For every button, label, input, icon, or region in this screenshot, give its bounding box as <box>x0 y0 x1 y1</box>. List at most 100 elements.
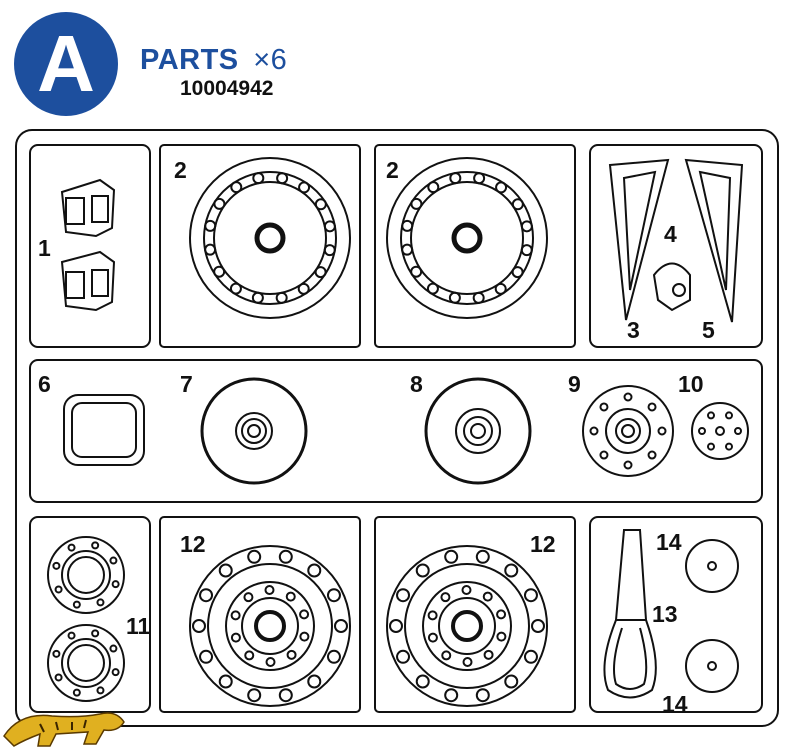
bolt-hole <box>475 688 490 703</box>
bolt-hole <box>396 588 411 603</box>
bolt-hole <box>482 591 493 602</box>
part-6-shape <box>63 394 145 466</box>
sprue-cell <box>589 516 763 713</box>
part-11-shape <box>47 536 125 702</box>
bolt-hole <box>229 282 242 295</box>
bolt-hole <box>334 619 348 633</box>
bolt-hole <box>230 181 243 194</box>
bolt-hole <box>109 644 118 653</box>
bolt-hole <box>243 592 254 603</box>
part-12a-shape <box>189 545 351 707</box>
bolt-hole <box>213 265 226 278</box>
bolt-hole <box>307 563 322 578</box>
bolt-hole <box>520 220 533 233</box>
part-1-shape <box>60 178 116 312</box>
bolt-hole <box>427 181 440 194</box>
bolt-hole <box>72 688 81 697</box>
bolt-hole <box>276 172 289 185</box>
bolt-hole <box>252 172 265 185</box>
part-12b-shape <box>386 545 548 707</box>
part-label-3: 3 <box>627 317 640 343</box>
part-13-shape <box>603 529 657 699</box>
bolt-hole <box>401 243 414 256</box>
bolt-hole <box>427 610 438 621</box>
part-label-14b: 14 <box>662 691 688 717</box>
bolt-hole <box>54 673 63 682</box>
part-2b-shape <box>386 157 548 319</box>
part-label-11: 11 <box>126 613 151 639</box>
bolt-hole <box>265 656 276 667</box>
bolt-hole <box>199 588 214 603</box>
bolt-hole <box>725 442 733 451</box>
bolt-hole <box>218 674 233 689</box>
sprue-cell <box>159 144 361 348</box>
bolt-hole <box>473 172 486 185</box>
bolt-hole <box>247 549 262 564</box>
bolt-hole <box>647 402 657 412</box>
part-label-13: 13 <box>652 601 678 627</box>
bolt-hole <box>440 592 451 603</box>
sprue-cell <box>159 516 361 713</box>
bolt-hole <box>67 543 76 552</box>
bolt-hole <box>91 629 100 638</box>
sprue-cell <box>374 144 576 348</box>
bolt-hole <box>323 244 336 257</box>
bolt-hole <box>415 563 430 578</box>
bolt-hole <box>299 609 310 620</box>
bolt-hole <box>523 588 538 603</box>
sprue-frame <box>15 129 779 727</box>
bolt-hole <box>495 181 508 194</box>
bolt-hole <box>707 442 715 451</box>
bolt-hole <box>204 219 217 232</box>
parts-title-text: PARTS <box>140 44 239 76</box>
bolt-hole <box>244 650 255 661</box>
part-label-6: 6 <box>38 371 51 397</box>
sprue-cell <box>29 144 151 348</box>
part-label-2a: 2 <box>174 157 187 183</box>
bolt-hole <box>707 411 715 420</box>
bolt-hole <box>504 674 519 689</box>
part-4-shape <box>652 262 691 312</box>
bolt-hole <box>401 219 414 232</box>
part-5-shape <box>684 158 744 323</box>
bolt-hole <box>199 649 214 664</box>
part-7-shape <box>200 377 308 485</box>
bolt-hole <box>657 426 667 436</box>
bolt-hole <box>278 688 293 703</box>
part-label-8: 8 <box>410 371 423 397</box>
bolt-hole <box>54 585 63 594</box>
bolt-hole <box>647 450 657 460</box>
bolt-hole <box>623 392 633 402</box>
bolt-hole <box>389 619 403 633</box>
bolt-hole <box>448 291 461 304</box>
bolt-hole <box>523 649 538 664</box>
bolt-hole <box>314 266 327 279</box>
bolt-hole <box>111 668 120 677</box>
bolt-hole <box>91 541 100 550</box>
bolt-hole <box>461 585 472 596</box>
bolt-hole <box>297 282 310 295</box>
bolt-hole <box>449 172 462 185</box>
bolt-hole <box>264 585 275 596</box>
bolt-hole <box>67 631 76 640</box>
part-label-1: 1 <box>38 235 51 261</box>
bolt-hole <box>52 649 61 658</box>
bolt-hole <box>520 244 533 257</box>
bolt-hole <box>511 198 524 211</box>
bolt-hole <box>96 686 105 695</box>
bolt-hole <box>441 650 452 661</box>
bolt-hole <box>326 588 341 603</box>
part-label-9: 9 <box>568 371 581 397</box>
bolt-hole <box>72 600 81 609</box>
part-label-5: 5 <box>702 317 715 343</box>
sprue-cell <box>374 516 576 713</box>
part-label-12a: 12 <box>180 531 206 557</box>
bolt-hole <box>531 619 545 633</box>
sprue-letter-badge: A <box>14 12 118 116</box>
sprue-cell <box>29 359 763 503</box>
bolt-hole <box>323 220 336 233</box>
part-label-4: 4 <box>664 221 677 247</box>
bolt-hole <box>52 561 61 570</box>
bolt-hole <box>511 266 524 279</box>
